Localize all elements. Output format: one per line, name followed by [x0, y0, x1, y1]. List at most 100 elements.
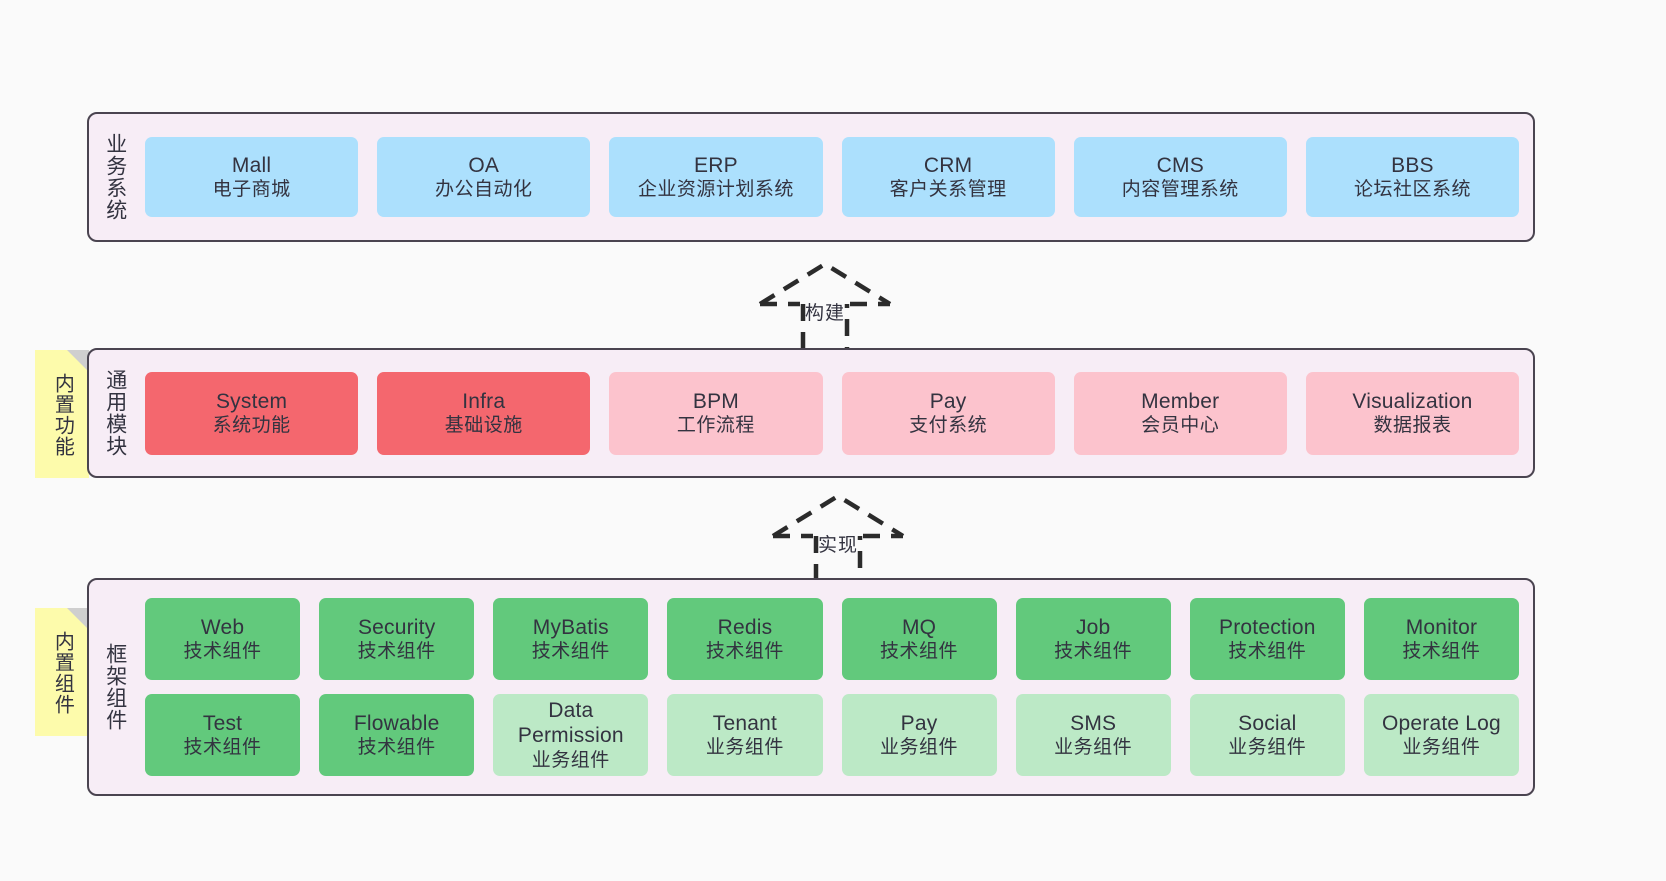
card-title-en: Security: [357, 615, 436, 639]
card-pay-module[interactable]: Pay 支付系统: [841, 371, 1055, 455]
card-title-en: BBS: [1391, 153, 1434, 177]
card-infra[interactable]: Infra 基础设施: [377, 371, 591, 455]
modules-card-row: System 系统功能 Infra 基础设施 BPM 工作流程 Pay 支付系统…: [145, 371, 1520, 455]
card-job[interactable]: Job 技术组件: [1015, 598, 1171, 680]
sticky-note-label: 内置功能: [51, 373, 74, 457]
card-title-en: CMS: [1156, 153, 1204, 177]
card-test[interactable]: Test 技术组件: [145, 694, 301, 776]
sticky-fold-corner-icon: [67, 350, 89, 372]
layer-framework-body: Web 技术组件 Security 技术组件 MyBatis 技术组件 Redi…: [135, 586, 1519, 788]
card-pay-component[interactable]: Pay 业务组件: [841, 694, 997, 776]
card-title-cn: 工作流程: [676, 415, 755, 437]
card-title-cn: 系统功能: [212, 415, 291, 437]
card-title-cn: 会员中心: [1141, 415, 1220, 437]
card-title-cn: 业务组件: [1228, 737, 1307, 759]
card-member[interactable]: Member 会员中心: [1073, 371, 1287, 455]
card-flowable[interactable]: Flowable 技术组件: [319, 694, 475, 776]
card-cms[interactable]: CMS 内容管理系统: [1073, 137, 1287, 217]
card-title-cn: 技术组件: [183, 641, 262, 663]
card-title-en: Job: [1075, 615, 1111, 639]
sticky-note-label: 内置组件: [51, 631, 74, 715]
card-title-cn: 电子商城: [212, 179, 291, 201]
card-title-cn: 业务组件: [1402, 737, 1481, 759]
layer-modules-body: System 系统功能 Infra 基础设施 BPM 工作流程 Pay 支付系统…: [135, 356, 1520, 470]
card-title-cn: 企业资源计划系统: [637, 179, 794, 201]
card-crm[interactable]: CRM 客户关系管理: [841, 137, 1055, 217]
layer-business-title: 业务系统: [103, 133, 127, 221]
card-title-cn: 技术组件: [1054, 641, 1133, 663]
card-protection[interactable]: Protection 技术组件: [1189, 598, 1345, 680]
layer-framework-title: 框架组件: [103, 643, 127, 731]
card-title-cn: 技术组件: [880, 641, 959, 663]
card-title-cn: 技术组件: [357, 737, 436, 759]
card-title-en: ERP: [694, 153, 738, 177]
card-tenant[interactable]: Tenant 业务组件: [667, 694, 823, 776]
card-title-en: Pay: [900, 711, 938, 735]
card-title-en: Tenant: [712, 711, 778, 735]
sticky-note-builtin-components: 内置组件: [35, 608, 89, 736]
card-title-cn: 业务组件: [880, 737, 959, 759]
card-title-en: Web: [200, 615, 245, 639]
card-social[interactable]: Social 业务组件: [1189, 694, 1345, 776]
card-title-en: Protection: [1219, 615, 1316, 639]
card-erp[interactable]: ERP 企业资源计划系统: [609, 137, 823, 217]
layer-modules-title: 通用模块: [103, 369, 127, 457]
card-title-cn: 内容管理系统: [1121, 179, 1239, 201]
card-title-en: CRM: [923, 153, 973, 177]
card-title-en: Redis: [717, 615, 773, 639]
connector-implement: 实现: [758, 490, 938, 590]
card-title-en: BPM: [692, 389, 739, 413]
layer-business-body: Mall 电子商城 OA 办公自动化 ERP 企业资源计划系统 CRM 客户关系…: [135, 120, 1520, 234]
card-bbs[interactable]: BBS 论坛社区系统: [1305, 137, 1520, 217]
card-title-en: OA: [468, 153, 500, 177]
card-title-en: Infra: [462, 389, 506, 413]
business-card-row: Mall 电子商城 OA 办公自动化 ERP 企业资源计划系统 CRM 客户关系…: [145, 137, 1520, 217]
card-visualization[interactable]: Visualization 数据报表: [1305, 371, 1520, 455]
card-title-en: Mall: [231, 153, 272, 177]
card-bpm[interactable]: BPM 工作流程: [609, 371, 823, 455]
card-title-cn: 技术组件: [357, 641, 436, 663]
layer-common-modules: 通用模块 System 系统功能 Infra 基础设施 BPM 工作流程 Pay…: [87, 348, 1535, 478]
card-data-permission[interactable]: Data Permission 业务组件: [493, 694, 649, 776]
card-security[interactable]: Security 技术组件: [319, 598, 475, 680]
card-title-cn: 数据报表: [1373, 415, 1452, 437]
card-mybatis[interactable]: MyBatis 技术组件: [493, 598, 649, 680]
card-title-cn: 技术组件: [531, 641, 610, 663]
layer-framework-components: 框架组件 Web 技术组件 Security 技术组件 MyBatis 技术组件…: [87, 578, 1535, 796]
sticky-note-builtin-functions: 内置功能: [35, 350, 89, 478]
card-sms[interactable]: SMS 业务组件: [1015, 694, 1171, 776]
card-title-cn: 支付系统: [909, 415, 988, 437]
card-title-cn: 技术组件: [705, 641, 784, 663]
card-title-cn: 技术组件: [1228, 641, 1307, 663]
card-title-cn: 业务组件: [531, 750, 610, 772]
card-title-cn: 客户关系管理: [889, 179, 1007, 201]
card-system[interactable]: System 系统功能: [145, 371, 359, 455]
card-title-cn: 基础设施: [444, 415, 523, 437]
card-title-en: Flowable: [353, 711, 440, 735]
card-title-en: Social: [1238, 711, 1297, 735]
card-title-en: Visualization: [1352, 389, 1473, 413]
card-mall[interactable]: Mall 电子商城: [145, 137, 359, 217]
card-title-en: SMS: [1070, 711, 1117, 735]
layer-business-systems: 业务系统 Mall 电子商城 OA 办公自动化 ERP 企业资源计划系统 CRM…: [87, 112, 1535, 242]
card-web[interactable]: Web 技术组件: [145, 598, 301, 680]
card-monitor[interactable]: Monitor 技术组件: [1363, 598, 1519, 680]
card-title-en: Data Permission: [517, 698, 624, 748]
sticky-fold-corner-icon: [67, 608, 89, 630]
connector-build-label: 构建: [805, 303, 846, 324]
card-title-en: Monitor: [1405, 615, 1478, 639]
card-title-en: Member: [1141, 389, 1220, 413]
card-title-en: Test: [202, 711, 243, 735]
card-mq[interactable]: MQ 技术组件: [841, 598, 997, 680]
card-title-cn: 业务组件: [705, 737, 784, 759]
card-oa[interactable]: OA 办公自动化: [377, 137, 591, 217]
card-title-en: Pay: [929, 389, 967, 413]
framework-tech-row: Web 技术组件 Security 技术组件 MyBatis 技术组件 Redi…: [145, 598, 1519, 680]
card-title-cn: 业务组件: [1054, 737, 1133, 759]
card-operate-log[interactable]: Operate Log 业务组件: [1363, 694, 1519, 776]
card-title-cn: 办公自动化: [435, 179, 533, 201]
card-title-en: System: [215, 389, 288, 413]
card-redis[interactable]: Redis 技术组件: [667, 598, 823, 680]
card-title-en: Operate Log: [1381, 711, 1501, 735]
connector-build: 构建: [745, 258, 925, 358]
